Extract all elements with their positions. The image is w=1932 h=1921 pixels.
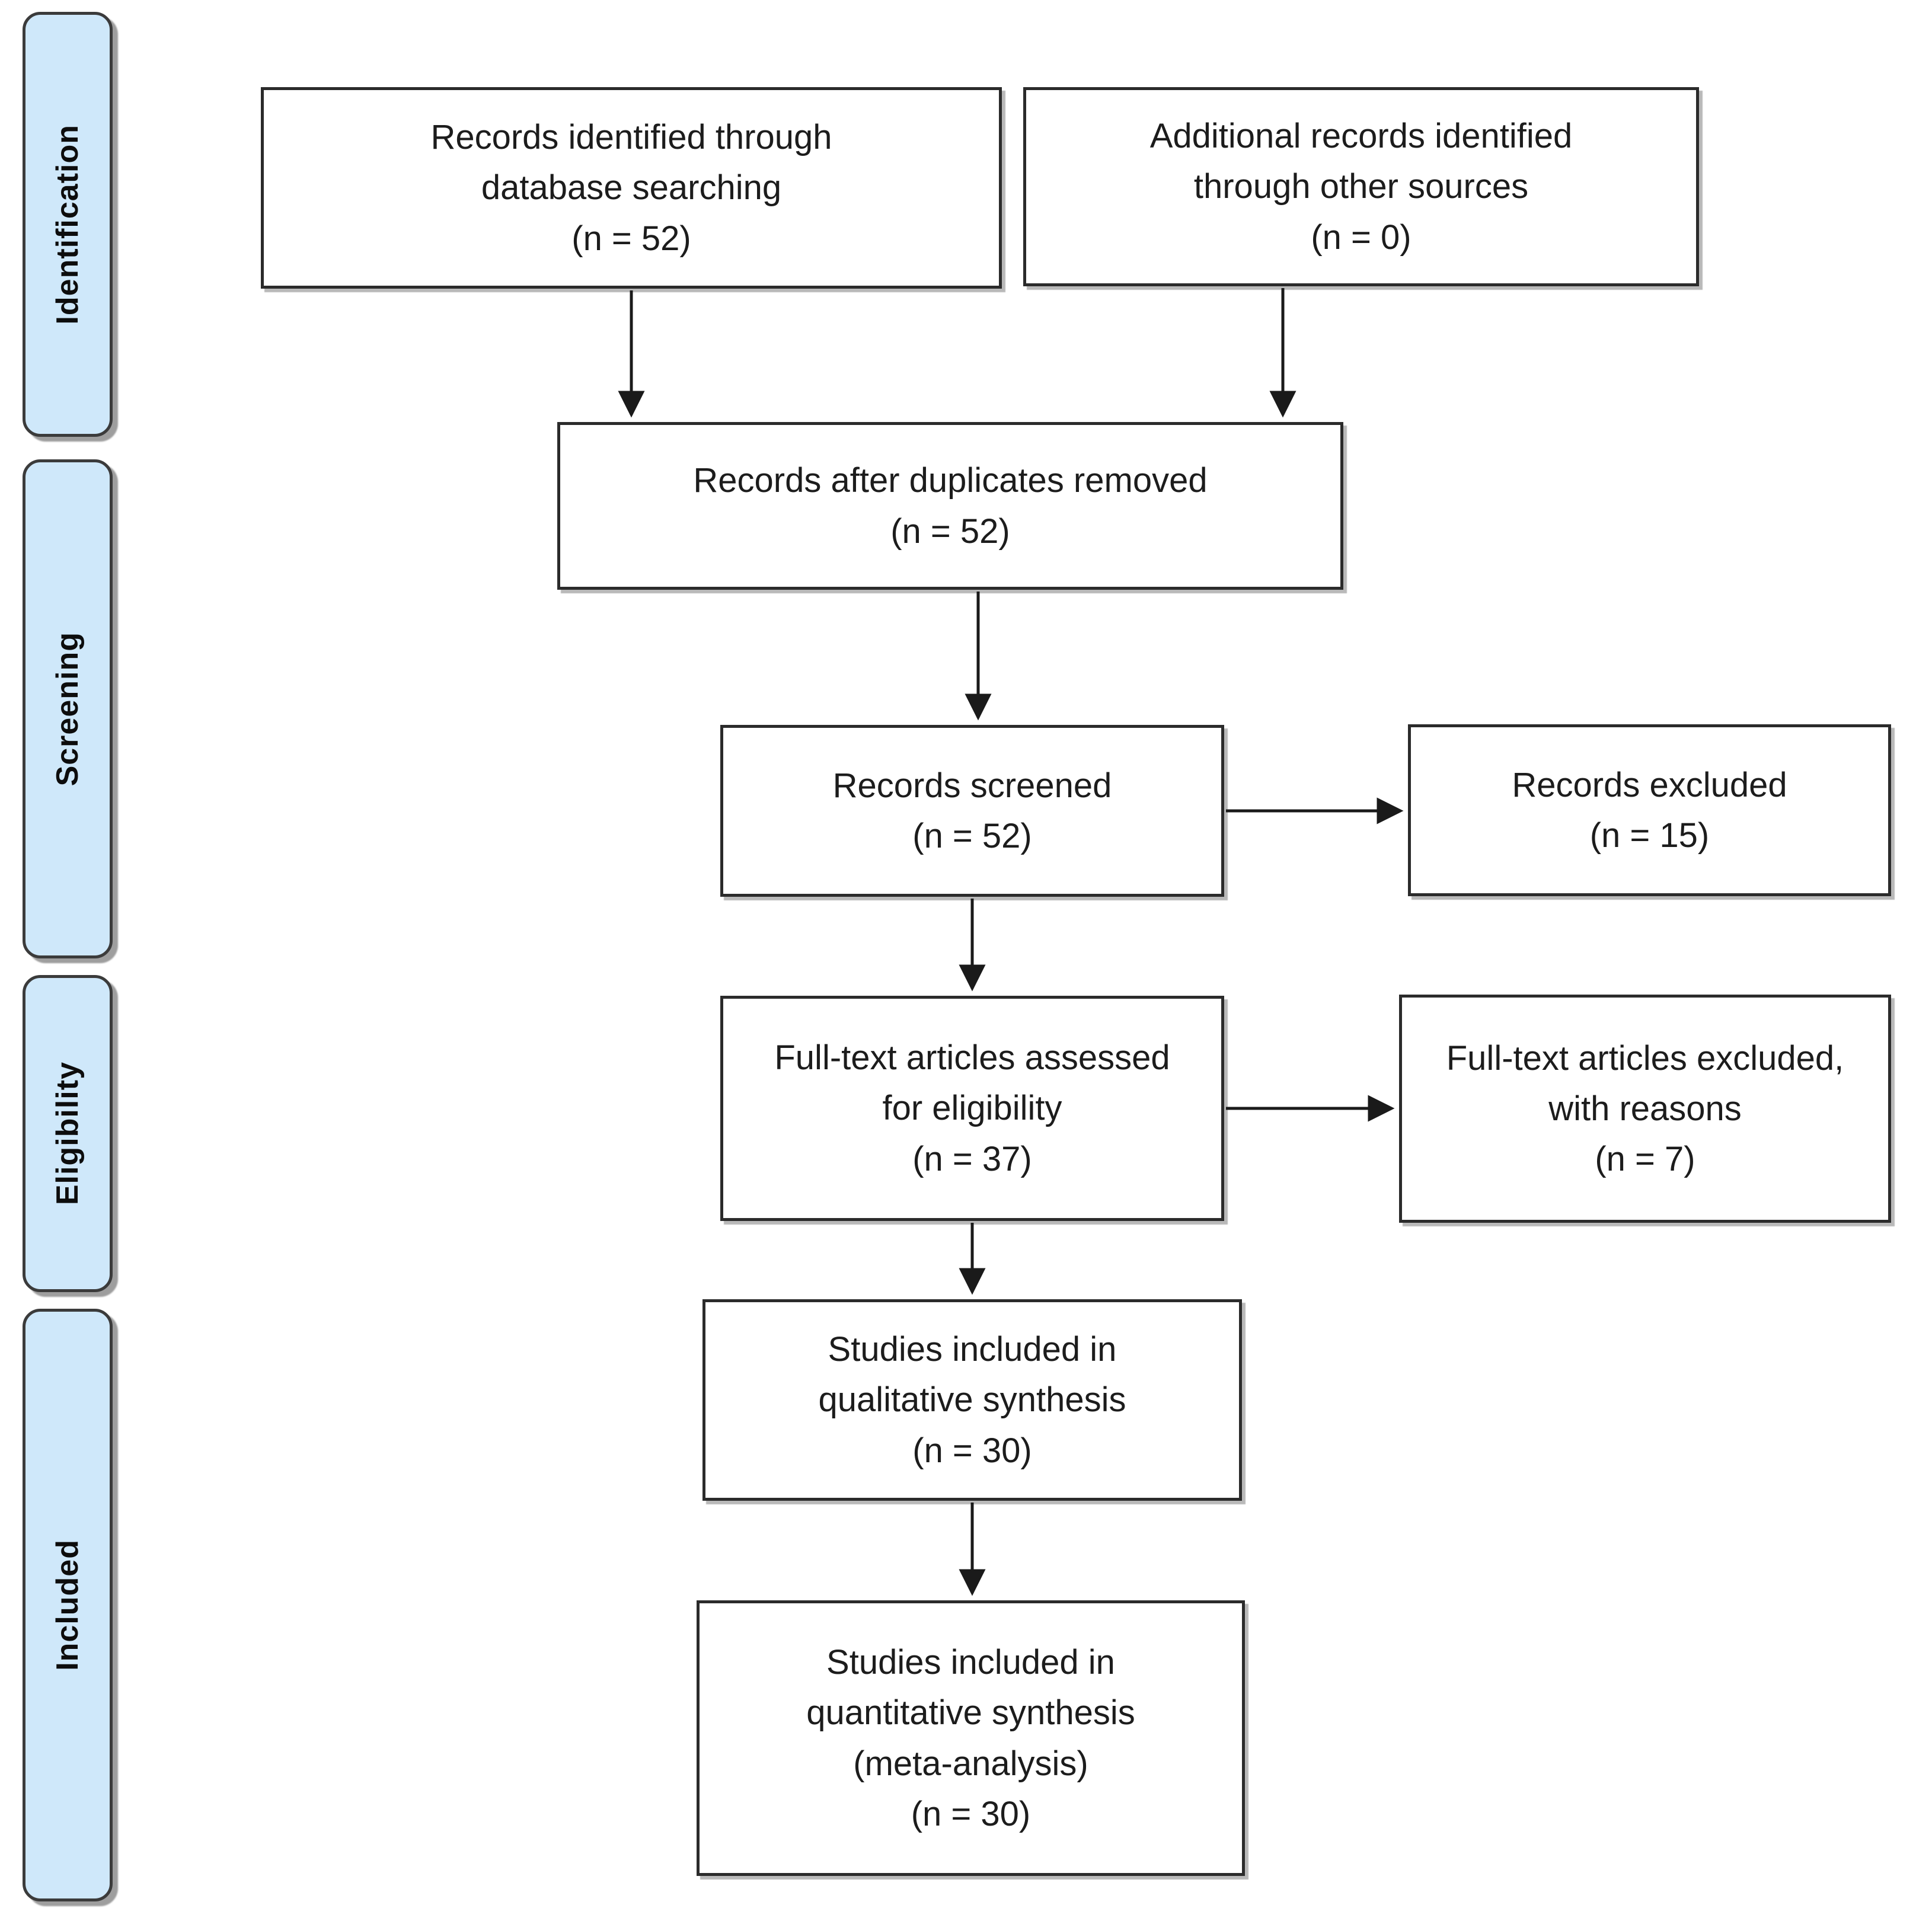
phase-identification: Identification: [23, 12, 113, 437]
box-quantitative-synthesis: Studies included in quantitative synthes…: [697, 1600, 1245, 1876]
box-text: Additional records identified through ot…: [1149, 117, 1573, 257]
phase-screening: Screening: [23, 459, 113, 958]
box-text: Records after duplicates removed (n = 52…: [693, 461, 1208, 551]
box-text: Records excluded (n = 15): [1512, 765, 1787, 855]
box-records-after-duplicates: Records after duplicates removed (n = 52…: [557, 422, 1343, 590]
box-text: Studies included in quantitative synthes…: [806, 1643, 1135, 1833]
phase-eligibility: Eligibility: [23, 975, 113, 1292]
box-qualitative-synthesis: Studies included in qualitative synthesi…: [702, 1299, 1242, 1501]
phase-label: Identification: [50, 124, 85, 325]
box-text: Full-text articles excluded, with reason…: [1446, 1038, 1844, 1179]
box-additional-records: Additional records identified through ot…: [1023, 87, 1699, 286]
box-text: Records screened (n = 52): [832, 766, 1112, 855]
phase-label: Screening: [50, 631, 85, 787]
phase-label: Included: [50, 1539, 85, 1671]
phase-label: Eligibility: [50, 1062, 85, 1206]
box-text: Records identified through database sear…: [430, 118, 832, 258]
box-text: Full-text articles assessed for eligibil…: [774, 1038, 1170, 1178]
box-records-identified: Records identified through database sear…: [261, 87, 1002, 289]
box-records-excluded: Records excluded (n = 15): [1408, 724, 1891, 896]
box-text: Studies included in qualitative synthesi…: [818, 1330, 1126, 1470]
phase-included: Included: [23, 1309, 113, 1901]
box-fulltext-excluded: Full-text articles excluded, with reason…: [1399, 995, 1891, 1223]
box-records-screened: Records screened (n = 52): [720, 725, 1224, 897]
box-fulltext-assessed: Full-text articles assessed for eligibil…: [720, 996, 1224, 1221]
